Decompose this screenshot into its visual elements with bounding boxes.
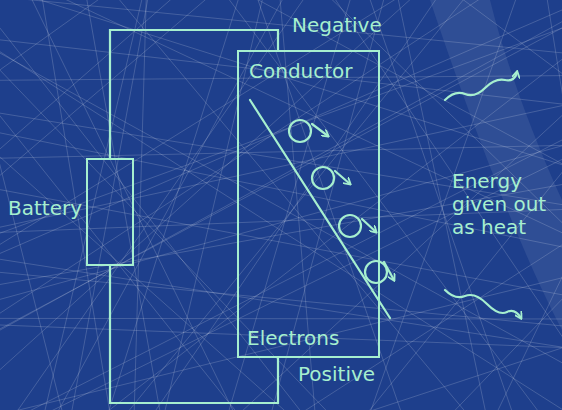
conductor-box: ConductorElectrons bbox=[237, 50, 380, 358]
node-label: Conductor bbox=[249, 60, 353, 83]
heat-note: Energy given out as heat bbox=[452, 170, 558, 239]
conductor-diagonal bbox=[250, 100, 390, 318]
electron-arrows bbox=[312, 124, 394, 280]
heat-arrow-down bbox=[445, 290, 521, 318]
light-band bbox=[430, 0, 562, 330]
node-label: Battery bbox=[8, 197, 82, 220]
terminal-label: Positive bbox=[298, 363, 375, 386]
battery-box: Battery bbox=[86, 158, 134, 266]
node-sublabel: Electrons bbox=[247, 327, 339, 350]
terminal-label: Negative bbox=[292, 14, 382, 37]
heat-arrow-up bbox=[445, 72, 517, 100]
electron-circles bbox=[289, 120, 387, 283]
